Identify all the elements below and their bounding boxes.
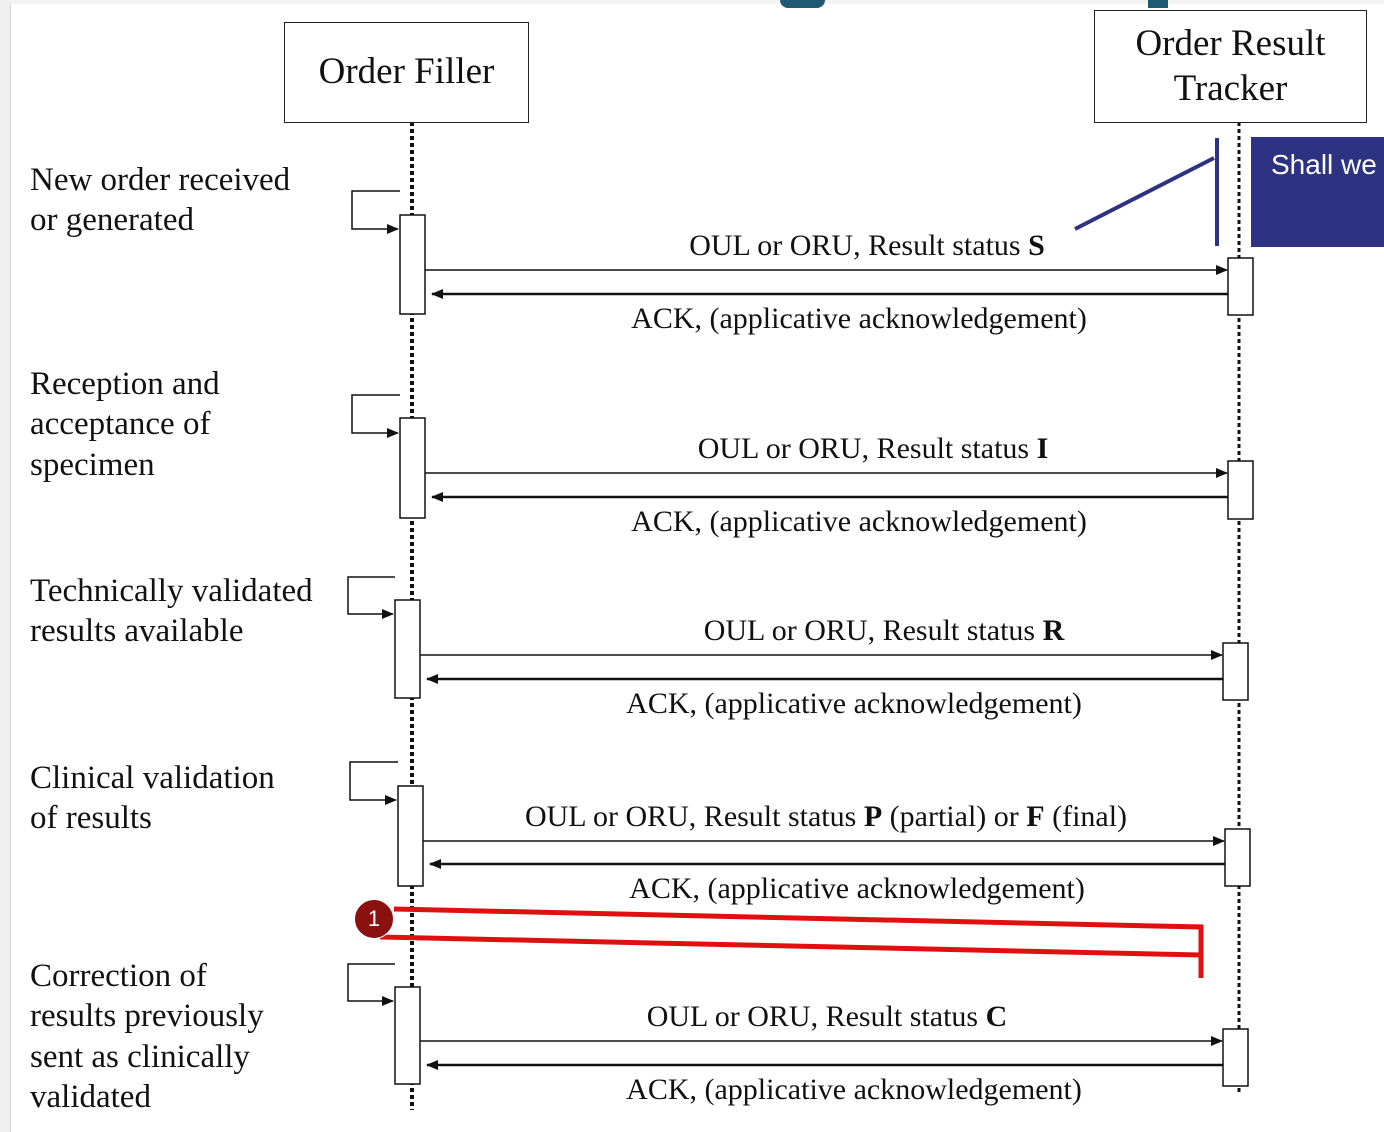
result-status-code: S xyxy=(1028,229,1045,262)
step-label: Reception and acceptance of specimen xyxy=(30,366,220,483)
message-text: OUL or ORU, Result status xyxy=(646,1000,986,1033)
ack-message-label: ACK, (applicative acknowledgement) xyxy=(629,872,1085,905)
ack-message-label: ACK, (applicative acknowledgement) xyxy=(631,302,1087,335)
step-label: Correction of results previously sent as… xyxy=(30,958,264,1115)
result-status-code: I xyxy=(1036,432,1049,465)
order-filler-activation xyxy=(394,986,421,1085)
tracker-activation xyxy=(1227,257,1254,316)
tracker-activation xyxy=(1222,642,1249,701)
step-label: Clinical validation of results xyxy=(30,760,275,837)
tracker-activation xyxy=(1222,1028,1249,1087)
result-message-label: OUL or ORU, Result status C xyxy=(647,1000,1008,1034)
self-call-arrow xyxy=(349,761,398,805)
result-status-code: C xyxy=(985,1000,1008,1033)
tracker-activation xyxy=(1224,828,1251,887)
step-label: New order received or generated xyxy=(30,162,291,239)
message-text: (final) xyxy=(1044,800,1128,833)
self-call-arrow xyxy=(351,394,400,438)
tracker-activation xyxy=(1227,460,1254,520)
result-message-label: OUL or ORU, Result status I xyxy=(698,432,1049,466)
result-message-label: OUL or ORU, Result status P (partial) or… xyxy=(525,800,1127,834)
ack-message-label: ACK, (applicative acknowledgement) xyxy=(626,1073,1082,1106)
comment-connector-line xyxy=(1074,156,1215,231)
annotation-marker[interactable]: 1 xyxy=(354,899,394,939)
result-status-code: F xyxy=(1026,800,1045,833)
result-message-label: OUL or ORU, Result status S xyxy=(689,229,1045,263)
order-result-tracker-actor: Order Result Tracker xyxy=(1094,10,1367,123)
order-filler-activation xyxy=(399,417,426,519)
step-label: Technically validated results available xyxy=(30,573,313,650)
cropped-heading-glyph xyxy=(780,0,825,8)
page-top-edge xyxy=(10,0,1384,4)
order-filler-activation xyxy=(399,214,426,315)
self-call-arrow xyxy=(347,576,395,619)
step-5-shapes xyxy=(347,963,1249,1087)
comment-text: Shall we xyxy=(1271,149,1377,180)
self-call-arrow xyxy=(351,190,400,234)
step-3-shapes xyxy=(347,576,1249,701)
comment-callout[interactable]: Shall we xyxy=(1251,137,1384,247)
step-4-shapes xyxy=(349,761,1251,887)
step-1-shapes xyxy=(351,190,1254,316)
page-edge xyxy=(0,0,11,1132)
order-filler-activation xyxy=(394,599,421,699)
result-status-code: P xyxy=(863,800,883,833)
result-message-label: OUL or ORU, Result status R xyxy=(704,614,1065,648)
step-2-shapes xyxy=(351,394,1254,520)
cropped-heading-glyph xyxy=(1148,0,1168,8)
message-text: (partial) or xyxy=(882,800,1027,833)
order-filler-actor: Order Filler xyxy=(284,22,529,123)
message-text: OUL or ORU, Result status xyxy=(697,432,1037,465)
message-text: OUL or ORU, Result status xyxy=(703,614,1043,647)
self-call-arrow xyxy=(347,963,395,1006)
ack-message-label: ACK, (applicative acknowledgement) xyxy=(631,505,1087,538)
message-text: OUL or ORU, Result status xyxy=(524,800,864,833)
highlight-annotation-top xyxy=(393,906,1204,978)
ack-message-label: ACK, (applicative acknowledgement) xyxy=(626,687,1082,720)
result-status-code: R xyxy=(1042,614,1065,647)
order-filler-activation xyxy=(397,785,424,887)
message-text: OUL or ORU, Result status xyxy=(689,229,1029,262)
highlight-annotation-bottom xyxy=(379,934,1202,958)
